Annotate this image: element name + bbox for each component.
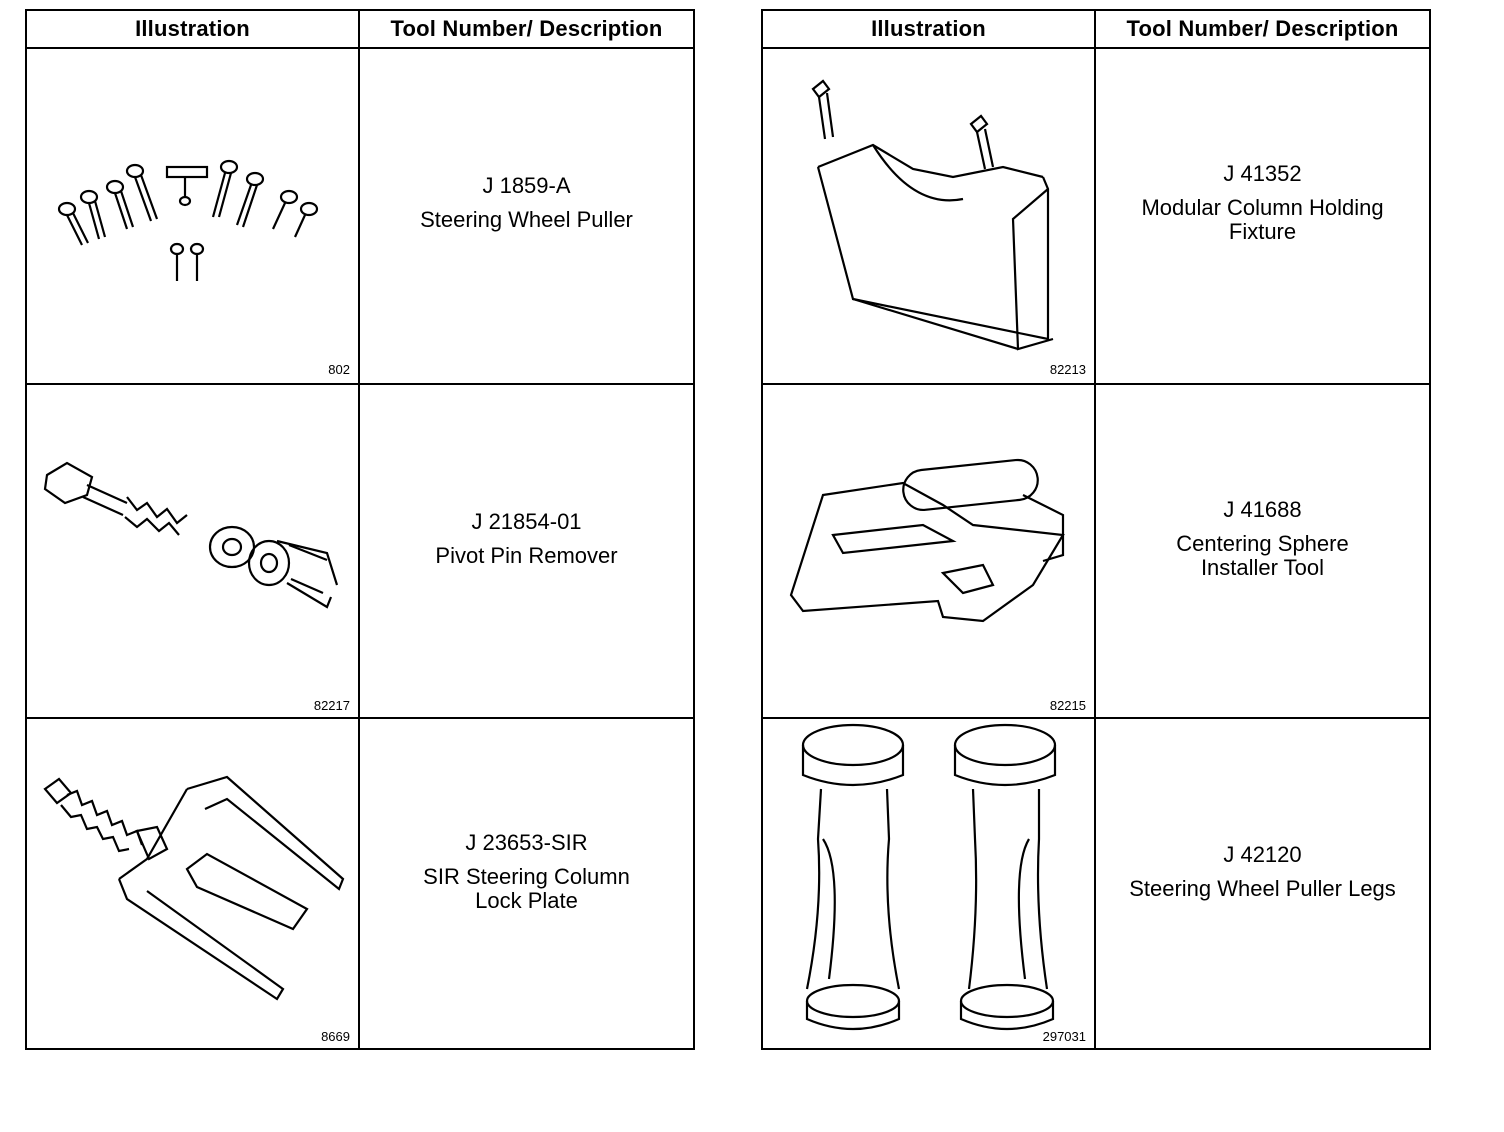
tool-description: Modular Column Holding Fixture (1141, 195, 1384, 244)
pin-remover-icon (43, 461, 339, 609)
tool-table-left: Illustration Tool Number/ Description (25, 9, 695, 1050)
illustration-header: Illustration (27, 11, 360, 49)
table-row: 802 J 1859-A Steering Wheel Puller (27, 49, 693, 383)
tool-table-right: Illustration Tool Number/ Description 82… (761, 9, 1431, 1050)
tool-description-cell: J 42120 Steering Wheel Puller Legs (1096, 719, 1429, 1050)
puller-legs-icon (801, 723, 1057, 1031)
figure-number: 8669 (321, 1029, 350, 1044)
figure-number: 297031 (1042, 1029, 1086, 1044)
tool-description-cell: J 23653-SIR SIR Steering Column Lock Pla… (360, 719, 693, 1050)
description-header: Tool Number/ Description (360, 11, 693, 49)
tool-number: J 23653-SIR (465, 829, 588, 855)
tool-description: Pivot Pin Remover (435, 543, 618, 568)
illustration-cell: 82213 (763, 49, 1096, 383)
holding-fixture-icon (811, 79, 1054, 351)
tool-number: J 41352 (1223, 161, 1302, 186)
tool-description: SIR Steering Column Lock Plate (423, 863, 630, 913)
illustration-cell: 82215 (763, 385, 1096, 719)
tool-number: J 41688 (1223, 497, 1302, 522)
table-row: 8669 J 23653-SIR SIR Steering Column Loc… (27, 717, 693, 1050)
figure-number: 82217 (313, 698, 350, 713)
table-row: 82215 J 41688 Centering Sphere Installer… (763, 383, 1429, 719)
illustration-header: Illustration (763, 11, 1096, 49)
tool-description: Steering Wheel Puller (420, 207, 633, 232)
tool-description: Centering Sphere Installer Tool (1176, 531, 1349, 580)
table-row: 297031 J 42120 Steering Wheel Puller Leg… (763, 717, 1429, 1050)
sphere-installer-icon (789, 458, 1065, 623)
tool-number: J 21854-01 (471, 509, 582, 534)
tool-description: Steering Wheel Puller Legs (1129, 875, 1396, 901)
figure-number: 82213 (1049, 362, 1086, 377)
figure-number: 802 (328, 362, 350, 377)
tool-number: J 42120 (1223, 841, 1302, 867)
tool-number: J 1859-A (482, 173, 571, 198)
figure-number: 82215 (1049, 698, 1086, 713)
bolt-set-icon (57, 159, 319, 281)
lock-plate-tool-icon (43, 775, 345, 1001)
table-row: 82217 J 21854-01 Pivot Pin Remover (27, 383, 693, 719)
tool-description-cell: J 41688 Centering Sphere Installer Tool (1096, 385, 1429, 719)
tool-description-cell: J 21854-01 Pivot Pin Remover (360, 385, 693, 719)
illustration-cell: 802 (27, 49, 360, 383)
description-header: Tool Number/ Description (1096, 11, 1429, 49)
tool-description-cell: J 41352 Modular Column Holding Fixture (1096, 49, 1429, 383)
illustration-cell: 8669 (27, 719, 360, 1050)
tool-description-cell: J 1859-A Steering Wheel Puller (360, 49, 693, 383)
illustration-cell: 82217 (27, 385, 360, 719)
table-row: 82213 J 41352 Modular Column Holding Fix… (763, 49, 1429, 383)
illustration-cell: 297031 (763, 719, 1096, 1050)
